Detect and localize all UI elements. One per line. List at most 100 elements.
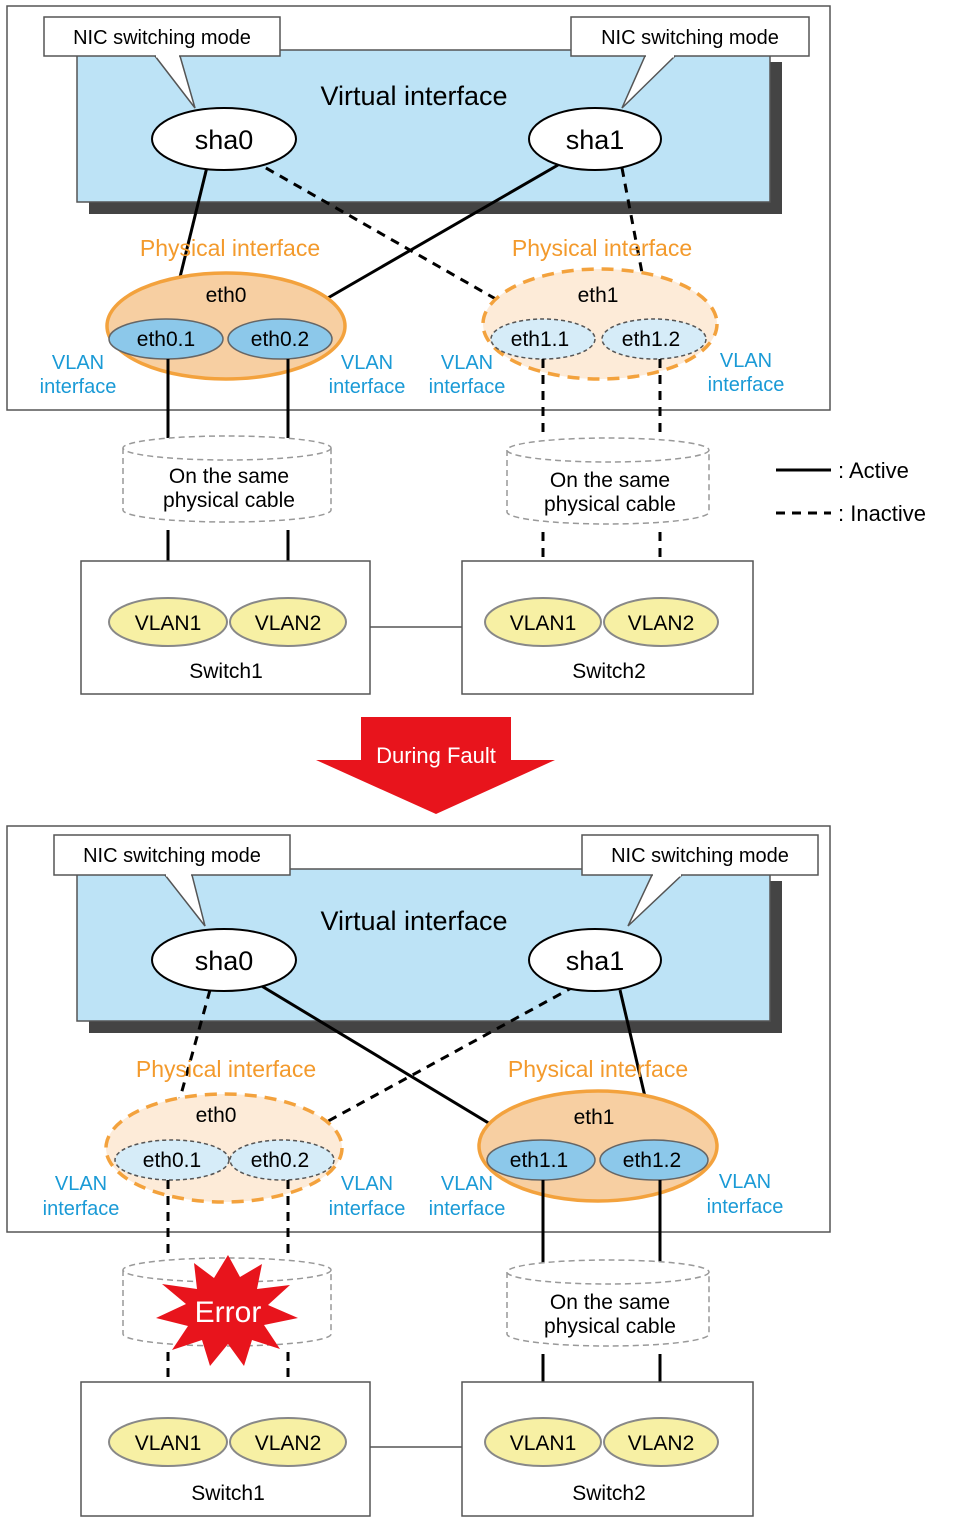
switch2-vlan1-label: VLAN1: [510, 612, 577, 635]
vlan-if-label-2-fault: VLAN: [341, 1173, 393, 1195]
vlan-if-label-2b-fault: interface: [329, 1198, 406, 1220]
switch1-vlan1-fault: [108, 1417, 228, 1467]
legend: : Active : Inactive: [776, 458, 926, 526]
switch2-vlan2-fault: [603, 1417, 719, 1467]
switch1-vlan1: [108, 597, 228, 647]
link-sha0-eth1.1-fault: [254, 980, 526, 1147]
eth0.1-label-fault: eth0.1: [143, 1149, 201, 1172]
eth0.1-vlan-if-fault: [114, 1139, 230, 1181]
eth0.2-label: eth0.2: [251, 328, 309, 351]
switch1-vlan2: [229, 597, 347, 647]
nic-mode-label-left-fault: NIC switching mode: [83, 845, 261, 867]
eth0.1-vlan-if: [108, 318, 224, 360]
eth1.1-label-fault: eth1.1: [510, 1149, 568, 1172]
switch1-vlan2-label-fault: VLAN2: [255, 1432, 322, 1455]
eth0-label: eth0: [206, 284, 247, 307]
switch2-vlan1-fault: [484, 1417, 602, 1467]
legend-active-label: : Active: [838, 458, 909, 483]
switch1-label-fault: Switch1: [191, 1482, 265, 1505]
physical-cable-right-fault: [506, 1259, 710, 1347]
eth0.2-label-fault: eth0.2: [251, 1149, 309, 1172]
nic-mode-label-left: NIC switching mode: [73, 27, 251, 49]
sha1-label: sha1: [566, 125, 625, 155]
eth1.2-label-fault: eth1.2: [623, 1149, 681, 1172]
switch1-vlan2-label: VLAN2: [255, 612, 322, 635]
eth1.2-vlan-if-fault: [599, 1139, 709, 1181]
eth0.2-vlan-if: [227, 318, 333, 360]
legend-inactive-label: : Inactive: [838, 501, 926, 526]
switch1-vlan2-fault: [229, 1417, 347, 1467]
nic-mode-callout-right: [570, 16, 810, 57]
cable-label-right-2-fault: physical cable: [544, 1315, 676, 1338]
vlan-if-label-1: VLAN: [52, 352, 104, 374]
sha1-node-fault: [528, 928, 662, 992]
physical-interface-label-left: Physical interface: [140, 235, 320, 261]
diagram-normal: Virtual interface NIC switching mode NIC…: [6, 5, 831, 695]
virtual-interface-label: Virtual interface: [320, 81, 507, 111]
vlan-if-label-2: VLAN: [341, 352, 393, 374]
eth1-label-fault: eth1: [574, 1106, 615, 1129]
eth1.2-label: eth1.2: [622, 328, 680, 351]
switch1-label: Switch1: [189, 660, 263, 683]
link-sha1-eth0.2: [287, 163, 559, 323]
vlan-if-label-4b: interface: [708, 374, 785, 396]
error-icon: [156, 1255, 298, 1366]
nic-mode-label-right-fault: NIC switching mode: [611, 845, 789, 867]
vlan-if-label-4: VLAN: [720, 350, 772, 372]
nic-mode-callout-right-fault: [581, 834, 819, 876]
vlan-if-label-3-fault: VLAN: [441, 1173, 493, 1195]
error-burst: Error: [156, 1255, 298, 1366]
link-sha0-eth1.1: [251, 158, 516, 312]
vlan-if-label-3: VLAN: [441, 352, 493, 374]
vlan-if-label-4-fault: VLAN: [719, 1171, 771, 1193]
sha0-node: [151, 107, 297, 171]
diagram-fault: Virtual interface NIC switching mode NIC…: [6, 825, 831, 1517]
sha0-label: sha0: [195, 125, 254, 155]
vlan-if-label-4b-fault: interface: [707, 1196, 784, 1218]
error-label: Error: [195, 1296, 262, 1329]
nic-mode-callout-left-tail: [154, 55, 196, 109]
eth0-label-fault: eth0: [196, 1104, 237, 1127]
eth1-label: eth1: [578, 284, 619, 307]
nic-mode-callout-left: [43, 16, 281, 57]
nic-mode-callout-left-tail-fault: [164, 874, 206, 927]
cable-label-right-1-fault: On the same: [550, 1291, 670, 1314]
switch2-vlan1-label-fault: VLAN1: [510, 1432, 577, 1455]
switch2-vlan2-label: VLAN2: [628, 612, 695, 635]
switch1-vlan1-label: VLAN1: [135, 612, 202, 635]
eth1.2-vlan-if: [601, 318, 707, 360]
link-sha1-eth0.2-fault: [289, 984, 576, 1144]
sha1-node: [528, 107, 662, 171]
cable-label-right-1: On the same: [550, 469, 670, 492]
cable-label-left-2: physical cable: [163, 489, 295, 512]
eth1.1-vlan-if-fault: [486, 1139, 596, 1181]
nic-mode-callout-right-tail-fault: [627, 874, 683, 927]
cable-label-right-2: physical cable: [544, 493, 676, 516]
nic-mode-label-right: NIC switching mode: [601, 27, 779, 49]
physical-cable-left: [122, 435, 332, 523]
virtual-interface-label-fault: Virtual interface: [320, 906, 507, 936]
physical-interface-label-right-fault: Physical interface: [508, 1056, 688, 1082]
eth1.1-label: eth1.1: [511, 328, 569, 351]
physical-interface-label-left-fault: Physical interface: [136, 1056, 316, 1082]
fault-arrow-label: During Fault: [376, 743, 496, 768]
eth0.2-vlan-if-fault: [229, 1139, 335, 1181]
vlan-if-label-1b-fault: interface: [43, 1198, 120, 1220]
physical-cable-right: [506, 437, 710, 525]
vlan-if-label-2b: interface: [329, 376, 406, 398]
switch1-vlan1-label-fault: VLAN1: [135, 1432, 202, 1455]
switch2-vlan2: [603, 597, 719, 647]
switch2-vlan1: [484, 597, 602, 647]
sha0-label-fault: sha0: [195, 946, 254, 976]
switch2-label-fault: Switch2: [572, 1482, 646, 1505]
sha1-label-fault: sha1: [566, 946, 625, 976]
fault-arrow: During Fault: [316, 717, 555, 814]
vlan-if-label-1-fault: VLAN: [55, 1173, 107, 1195]
vlan-if-label-3b-fault: interface: [429, 1198, 506, 1220]
cable-label-left-1: On the same: [169, 465, 289, 488]
vlan-if-label-1b: interface: [40, 376, 117, 398]
eth0.1-label: eth0.1: [137, 328, 195, 351]
physical-interface-label-right: Physical interface: [512, 235, 692, 261]
switch2-label: Switch2: [572, 660, 646, 683]
